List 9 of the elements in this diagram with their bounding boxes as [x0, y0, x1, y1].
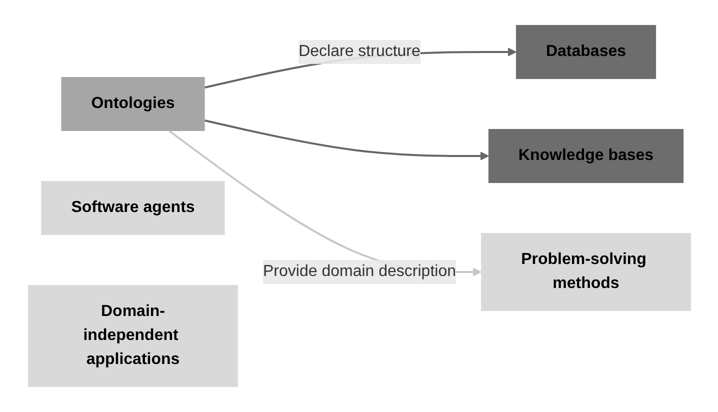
- edge-label: Provide domain description: [262, 263, 456, 280]
- node-box: Software agents: [40, 181, 224, 235]
- edge-label: Declare structure: [298, 43, 420, 60]
- arrow: [204, 120, 488, 160]
- node-box: Problem-solving methods: [480, 233, 690, 311]
- node-box: Knowledge bases: [488, 129, 684, 183]
- node-box: Databases: [515, 25, 656, 79]
- node-box: Ontologies: [60, 77, 204, 131]
- node-box: Domain-independent applications: [28, 285, 238, 387]
